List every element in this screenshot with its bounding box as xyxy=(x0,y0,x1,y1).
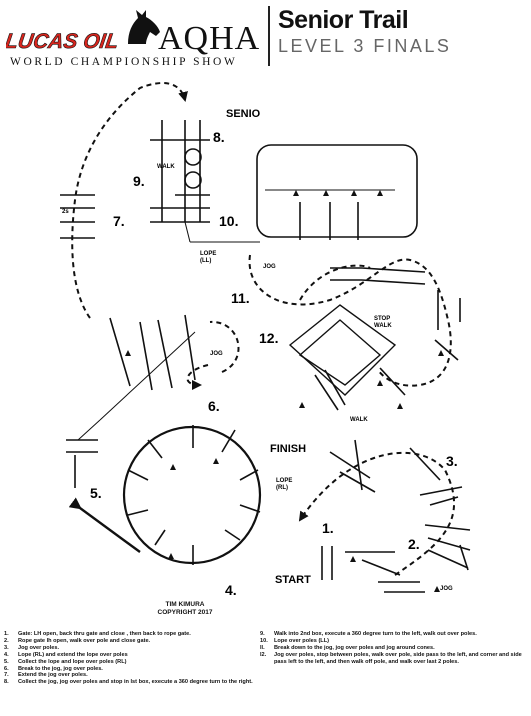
jog-label-2: JOG xyxy=(210,351,223,357)
obstacle-number-10: 10. xyxy=(219,213,238,229)
obstacle-number-1: 1. xyxy=(322,520,334,536)
jog-label-3: JOG xyxy=(263,264,276,270)
instruction-item: 2.Rope gate lh open, walk over pole and … xyxy=(4,637,151,644)
obstacle-11-poles xyxy=(330,267,461,361)
instruction-item: 3.Jog over poles. xyxy=(4,644,60,651)
designer-credit: TIM KIMURA COPYRIGHT 2017 xyxy=(120,601,250,617)
instruction-item: 9.Walk into 2nd box, execute a 360 degre… xyxy=(260,631,477,637)
page-subtitle: LEVEL 3 FINALS xyxy=(278,36,452,56)
senior-sign: SENIO xyxy=(226,108,261,120)
obstacle-1-gate xyxy=(321,546,425,593)
jog-label-1: JOG xyxy=(440,586,453,592)
lucas-oil-logo: LUCAS OIL xyxy=(6,30,120,53)
obstacle-number-9: 9. xyxy=(133,173,145,189)
instruction-item: l2.Jog over poles, stop between poles, w… xyxy=(260,651,522,665)
finish-label: FINISH xyxy=(270,443,306,455)
walk-label-gate: WALK xyxy=(157,164,175,170)
obstacle-2-poles xyxy=(424,524,471,571)
obstacle-6-poles xyxy=(109,314,196,391)
credit-copyright: COPYRIGHT 2017 xyxy=(157,609,213,616)
instructions-left: 1.Gate: LH open, back thru gate and clos… xyxy=(4,631,254,686)
obstacle-12-poles xyxy=(288,304,406,411)
obstacle-number-3: 3. xyxy=(446,453,458,469)
obstacle-number-8: 8. xyxy=(213,129,225,145)
obstacle-number-4: 4. xyxy=(225,582,237,598)
obstacle-10-rectangle xyxy=(256,144,418,238)
lope-circle xyxy=(122,425,262,565)
page-title: Senior Trail xyxy=(278,6,409,34)
header-divider xyxy=(268,6,270,66)
horse-head-icon xyxy=(128,10,160,44)
instruction-item: 1.Gate: LH open, back thru gate and clos… xyxy=(4,631,191,637)
obstacle-number-5: 5. xyxy=(90,485,102,501)
obstacle-7-poles xyxy=(60,194,95,239)
instruction-item: 10.Lope over poles (LL) xyxy=(260,637,330,644)
obstacle-3-poles xyxy=(329,439,463,506)
instruction-item: 7.Extend the jog over poles. xyxy=(4,672,88,679)
show-name: WORLD CHAMPIONSHIP SHOW xyxy=(10,56,238,68)
aqha-logo: AQHA xyxy=(158,20,261,57)
svg-text:LUCAS OIL: LUCAS OIL xyxy=(6,30,120,53)
instruction-item: 6.Break to the jog, jog over poles. xyxy=(4,665,103,672)
obstacle-number-11: 11. xyxy=(231,290,250,306)
obstacle-number-12: 12. xyxy=(259,330,278,346)
obstacle-8-9-boxes xyxy=(150,120,210,223)
lope-rl-label: LOPE(RL) xyxy=(276,478,292,491)
obstacle-number-2: 2. xyxy=(408,536,420,552)
obstacle-10-poles xyxy=(265,189,395,240)
start-label: START xyxy=(275,574,311,586)
walk-label-12: WALK xyxy=(350,417,368,423)
instruction-item: 8.Collect the jog, jog over poles and st… xyxy=(4,679,253,686)
obstacle-number-6: 6. xyxy=(208,398,220,414)
instruction-item: ll.Break down to the jog, jog over poles… xyxy=(260,644,435,651)
instruction-item: 4.Lope (RL) and extend the lope over pol… xyxy=(4,651,128,658)
spacing-label: 2s xyxy=(62,209,69,215)
obstacle-5-poles xyxy=(66,439,98,453)
credit-author: TIM KIMURA xyxy=(165,601,205,608)
obstacle-4-poles xyxy=(127,425,261,565)
lope-ll-label: LOPE(LL) xyxy=(200,251,216,264)
instruction-item: 5.Collect the lope and lope over poles (… xyxy=(4,658,127,665)
obstacle-number-7: 7. xyxy=(113,213,125,229)
instructions-right: 9.Walk into 2nd box, execute a 360 degre… xyxy=(260,631,522,666)
